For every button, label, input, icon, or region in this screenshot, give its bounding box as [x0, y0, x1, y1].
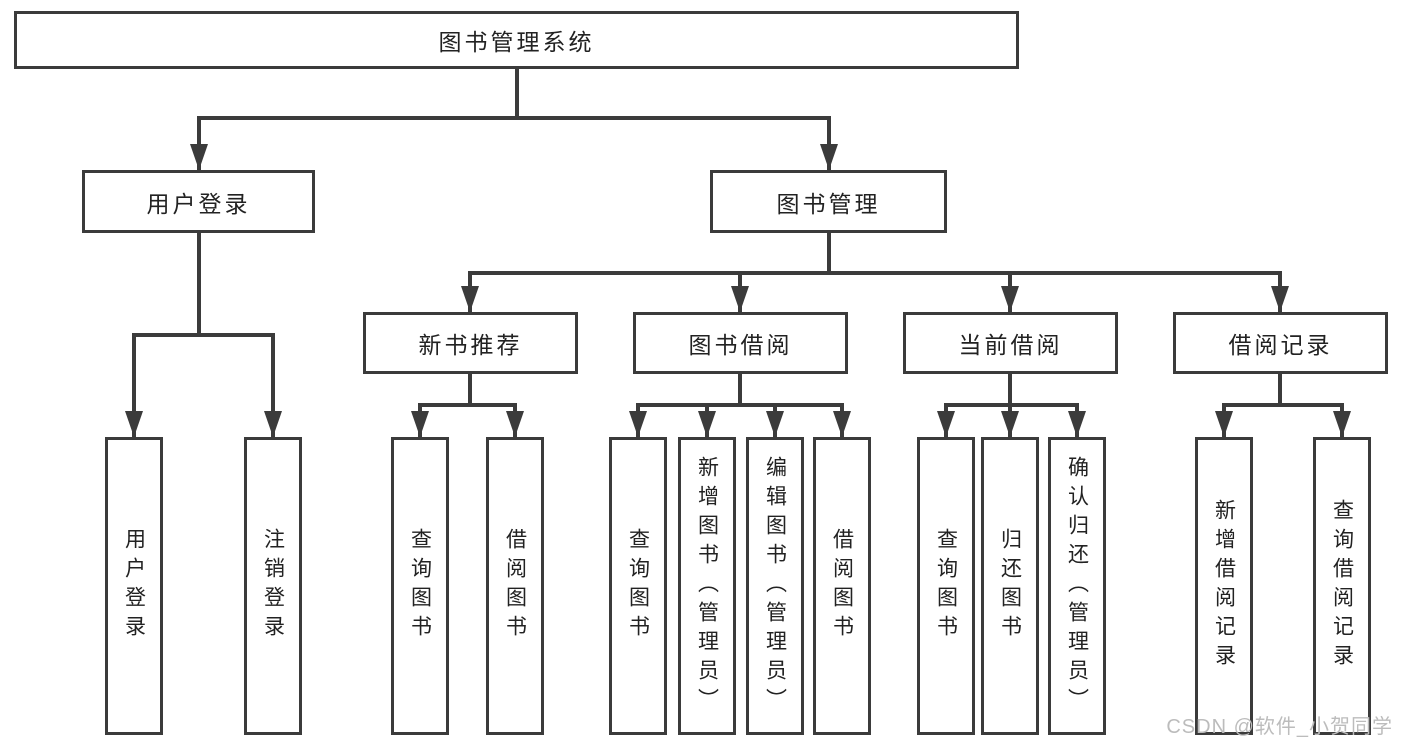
node-book-management: 图书管理	[710, 170, 947, 233]
leaf-label: 查询图书	[934, 528, 958, 644]
leaf-label: 新增图书（管理员）	[695, 455, 719, 717]
leaf-add-book-admin: 新增图书（管理员）	[678, 437, 736, 735]
leaf-label: 借阅图书	[503, 528, 527, 644]
connector-line-vertical	[197, 233, 201, 335]
node-label: 用户登录	[146, 190, 251, 217]
leaf-label: 新增借阅记录	[1212, 499, 1236, 673]
arrowhead-down-icon	[125, 411, 143, 437]
leaf-return-books: 归还图书	[981, 437, 1039, 735]
arrowhead-down-icon	[264, 411, 282, 437]
arrowhead-down-icon	[190, 144, 208, 170]
leaf-label: 查询借阅记录	[1330, 499, 1354, 673]
leaf-label: 查询图书	[408, 528, 432, 644]
leaf-query-books-borrowing: 查询图书	[609, 437, 667, 735]
leaf-user-login: 用户登录	[105, 437, 163, 735]
leaf-query-books-current: 查询图书	[917, 437, 975, 735]
connector-line-vertical	[1278, 374, 1282, 405]
leaf-label: 查询图书	[626, 528, 650, 644]
arrowhead-down-icon	[461, 286, 479, 312]
leaf-edit-book-admin: 编辑图书（管理员）	[746, 437, 804, 735]
arrowhead-down-icon	[766, 411, 784, 437]
connector-line-horizontal	[468, 271, 1282, 275]
connector-line-horizontal	[197, 116, 831, 120]
connector-line-vertical	[515, 69, 519, 118]
leaf-confirm-return-admin: 确认归还（管理员）	[1048, 437, 1106, 735]
leaf-logout: 注销登录	[244, 437, 302, 735]
arrowhead-down-icon	[506, 411, 524, 437]
node-library-management-system: 图书管理系统	[14, 11, 1019, 69]
connector-line-horizontal	[636, 403, 844, 407]
connector-line-vertical	[197, 116, 201, 170]
connector-line-vertical	[827, 233, 831, 275]
node-label: 图书借阅	[688, 332, 793, 358]
arrowhead-down-icon	[629, 411, 647, 437]
connector-line-vertical	[1008, 374, 1012, 405]
node-label: 新书推荐	[418, 332, 523, 358]
connector-line-vertical	[468, 374, 472, 405]
arrowhead-down-icon	[937, 411, 955, 437]
node-borrowing-records: 借阅记录	[1173, 312, 1388, 374]
leaf-label: 编辑图书（管理员）	[763, 455, 787, 717]
leaf-add-borrow-record: 新增借阅记录	[1195, 437, 1253, 735]
node-label: 图书管理	[776, 190, 881, 217]
leaf-label: 用户登录	[122, 528, 146, 644]
leaf-query-borrow-record: 查询借阅记录	[1313, 437, 1371, 735]
connector-line-horizontal	[1222, 403, 1344, 407]
connector-line-vertical	[271, 333, 275, 437]
leaf-label: 注销登录	[261, 528, 285, 644]
arrowhead-down-icon	[1068, 411, 1086, 437]
node-label: 图书管理系统	[438, 29, 595, 55]
node-label: 借阅记录	[1228, 332, 1333, 358]
connector-line-horizontal	[418, 403, 517, 407]
leaf-borrow-books-recommend: 借阅图书	[486, 437, 544, 735]
arrowhead-down-icon	[1215, 411, 1233, 437]
connector-line-vertical	[132, 333, 136, 437]
arrowhead-down-icon	[731, 286, 749, 312]
arrowhead-down-icon	[698, 411, 716, 437]
node-current-borrowing: 当前借阅	[903, 312, 1118, 374]
node-book-borrowing: 图书借阅	[633, 312, 848, 374]
leaf-label: 借阅图书	[830, 528, 854, 644]
arrowhead-down-icon	[411, 411, 429, 437]
csdn-watermark: CSDN @软件_小贺同学	[1166, 716, 1393, 738]
leaf-borrow-books-borrowing: 借阅图书	[813, 437, 871, 735]
node-label: 当前借阅	[958, 332, 1063, 358]
arrowhead-down-icon	[820, 144, 838, 170]
leaf-label: 归还图书	[998, 528, 1022, 644]
arrowhead-down-icon	[833, 411, 851, 437]
leaf-query-books-recommend: 查询图书	[391, 437, 449, 735]
connector-line-horizontal	[132, 333, 275, 337]
arrowhead-down-icon	[1001, 411, 1019, 437]
arrowhead-down-icon	[1271, 286, 1289, 312]
arrowhead-down-icon	[1333, 411, 1351, 437]
connector-line-vertical	[738, 374, 742, 405]
node-user-login: 用户登录	[82, 170, 315, 233]
node-new-book-recommendation: 新书推荐	[363, 312, 578, 374]
connector-line-vertical	[827, 116, 831, 170]
arrowhead-down-icon	[1001, 286, 1019, 312]
leaf-label: 确认归还（管理员）	[1065, 455, 1089, 717]
